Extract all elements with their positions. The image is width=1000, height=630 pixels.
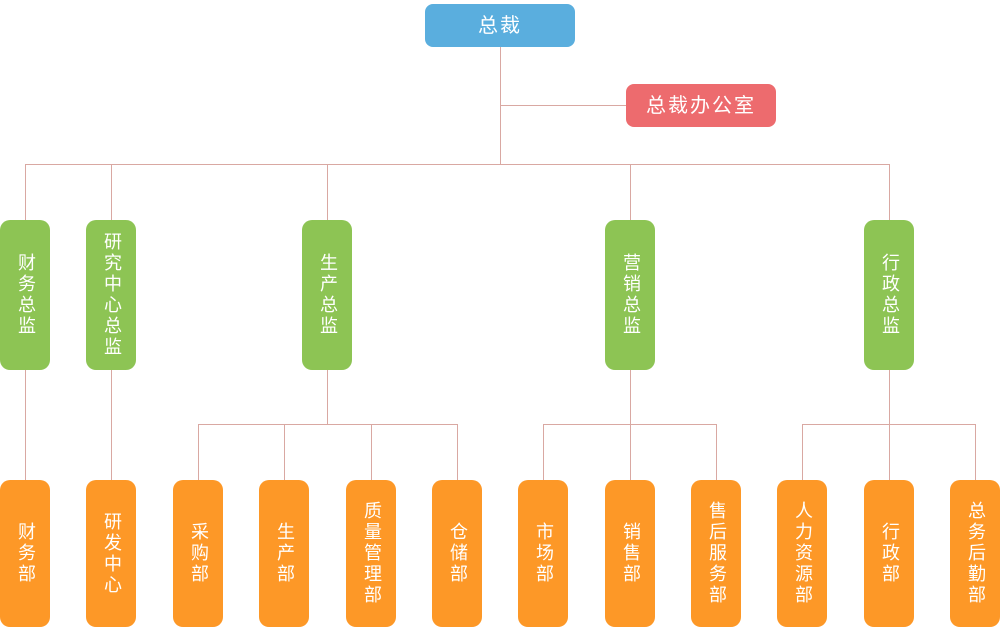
- node-director-admin[interactable]: 行政总监: [864, 220, 914, 370]
- connector-drop-sales: [630, 424, 631, 480]
- node-dept-production[interactable]: 生产部: [259, 480, 309, 627]
- connector-drop-purchasing: [198, 424, 199, 480]
- connector-drop-warehouse: [457, 424, 458, 480]
- node-dept-warehouse[interactable]: 仓储部: [432, 480, 482, 627]
- node-dept-human-resources[interactable]: 人力资源部: [777, 480, 827, 627]
- connector-drop-admin-dept: [889, 424, 890, 480]
- node-dept-general-logistics[interactable]: 总务后勤部: [950, 480, 1000, 627]
- connector-drop-marketing-director: [630, 164, 631, 220]
- connector-finance-dept: [25, 370, 26, 480]
- connector-drop-hr: [802, 424, 803, 480]
- connector-level1-rail: [25, 164, 890, 165]
- connector-drop-finance-director: [25, 164, 26, 220]
- connector-production-stem: [327, 370, 328, 424]
- node-dept-quality-management[interactable]: 质量管理部: [346, 480, 396, 627]
- node-president[interactable]: 总裁: [425, 4, 575, 47]
- connector-drop-research-director: [111, 164, 112, 220]
- node-director-marketing[interactable]: 营销总监: [605, 220, 655, 370]
- connector-drop-market: [543, 424, 544, 480]
- connector-drop-production-director: [327, 164, 328, 220]
- connector-drop-admin-director: [889, 164, 890, 220]
- connector-marketing-stem: [630, 370, 631, 424]
- connector-office-branch: [500, 105, 627, 106]
- node-dept-purchasing[interactable]: 采购部: [173, 480, 223, 627]
- connector-drop-aftersales: [716, 424, 717, 480]
- connector-drop-production-dept: [284, 424, 285, 480]
- connector-drop-logistics: [975, 424, 976, 480]
- node-dept-finance[interactable]: 财务部: [0, 480, 50, 627]
- connector-rd-center: [111, 370, 112, 480]
- node-dept-market[interactable]: 市场部: [518, 480, 568, 627]
- node-dept-admin[interactable]: 行政部: [864, 480, 914, 627]
- connector-production-rail: [198, 424, 458, 425]
- connector-admin-stem: [889, 370, 890, 424]
- node-dept-sales[interactable]: 销售部: [605, 480, 655, 627]
- node-director-finance[interactable]: 财务总监: [0, 220, 50, 370]
- node-dept-aftersales-service[interactable]: 售后服务部: [691, 480, 741, 627]
- node-director-research-center[interactable]: 研究中心总监: [86, 220, 136, 370]
- node-dept-rd-center[interactable]: 研发中心: [86, 480, 136, 627]
- connector-drop-quality: [371, 424, 372, 480]
- node-president-office[interactable]: 总裁办公室: [626, 84, 776, 127]
- node-director-production[interactable]: 生产总监: [302, 220, 352, 370]
